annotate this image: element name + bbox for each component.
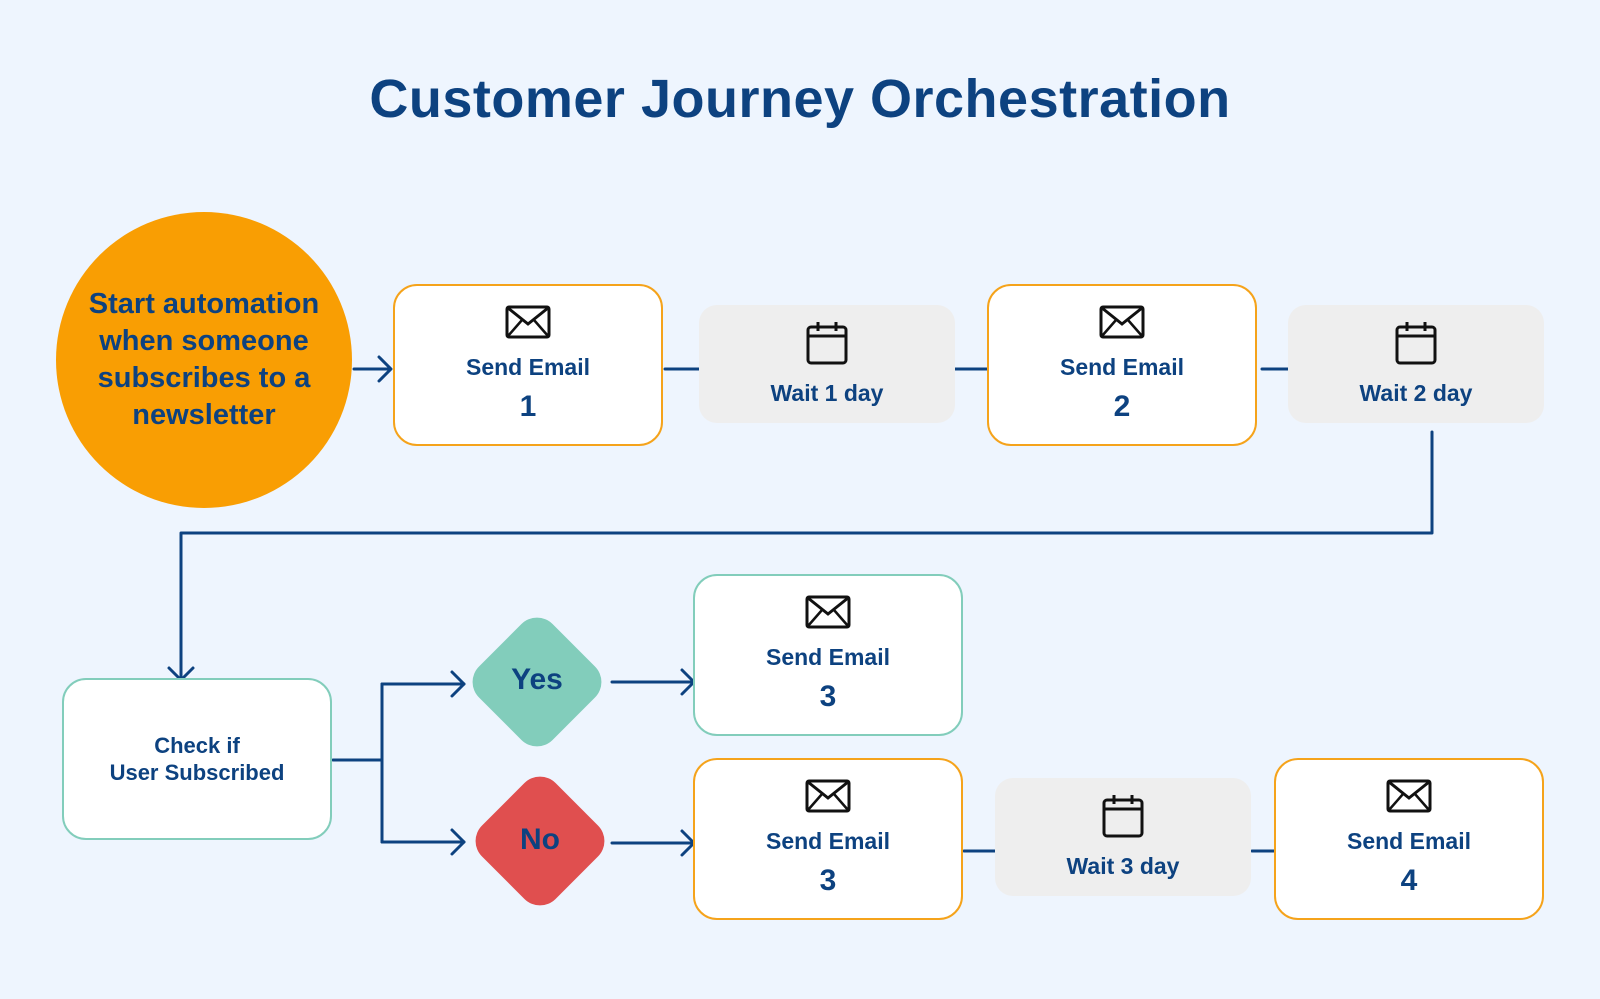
send-email-label: Send Email: [1060, 353, 1184, 380]
send-email-3-yes-node: Send Email 3: [693, 574, 963, 736]
wait-label: Wait 1 day: [770, 379, 884, 406]
wait-1-day-node: Wait 1 day: [699, 305, 955, 423]
start-label: Start automation when someone subscribes…: [88, 287, 320, 432]
envelope-icon: [805, 595, 851, 634]
send-email-label: Send Email: [1347, 827, 1471, 854]
no-label: No: [520, 823, 560, 856]
wait-label: Wait 2 day: [1359, 379, 1473, 406]
send-email-3-no-node: Send Email 3: [693, 758, 963, 920]
check-label-line2: User Subscribed: [109, 760, 285, 785]
wait-label: Wait 3 day: [1066, 852, 1180, 879]
email-number: 4: [1400, 864, 1418, 898]
calendar-icon: [806, 321, 848, 370]
envelope-icon: [1099, 305, 1145, 344]
yes-label: Yes: [511, 663, 563, 696]
check-label-line1: Check if: [154, 732, 240, 758]
send-email-2-node: Send Email 2: [987, 284, 1257, 446]
send-email-1-node: Send Email 1: [393, 284, 663, 446]
wait-2-day-node: Wait 2 day: [1288, 305, 1544, 423]
calendar-icon: [1102, 794, 1144, 843]
envelope-icon: [805, 779, 851, 818]
wait-3-day-node: Wait 3 day: [995, 778, 1251, 896]
email-number: 1: [519, 390, 537, 424]
send-email-4-node: Send Email 4: [1274, 758, 1544, 920]
calendar-icon: [1395, 321, 1437, 370]
email-number: 3: [819, 864, 837, 898]
send-email-label: Send Email: [766, 643, 890, 670]
envelope-icon: [1386, 779, 1432, 818]
send-email-label: Send Email: [766, 827, 890, 854]
envelope-icon: [505, 305, 551, 344]
email-number: 2: [1113, 390, 1131, 424]
start-node: Start automation when someone subscribes…: [56, 212, 352, 508]
page-title: Customer Journey Orchestration: [369, 69, 1231, 129]
email-number: 3: [819, 680, 837, 714]
arrow-wait2-check: [179, 430, 1434, 682]
check-subscribed-node: Check if User Subscribed: [62, 678, 332, 840]
send-email-label: Send Email: [466, 353, 590, 380]
